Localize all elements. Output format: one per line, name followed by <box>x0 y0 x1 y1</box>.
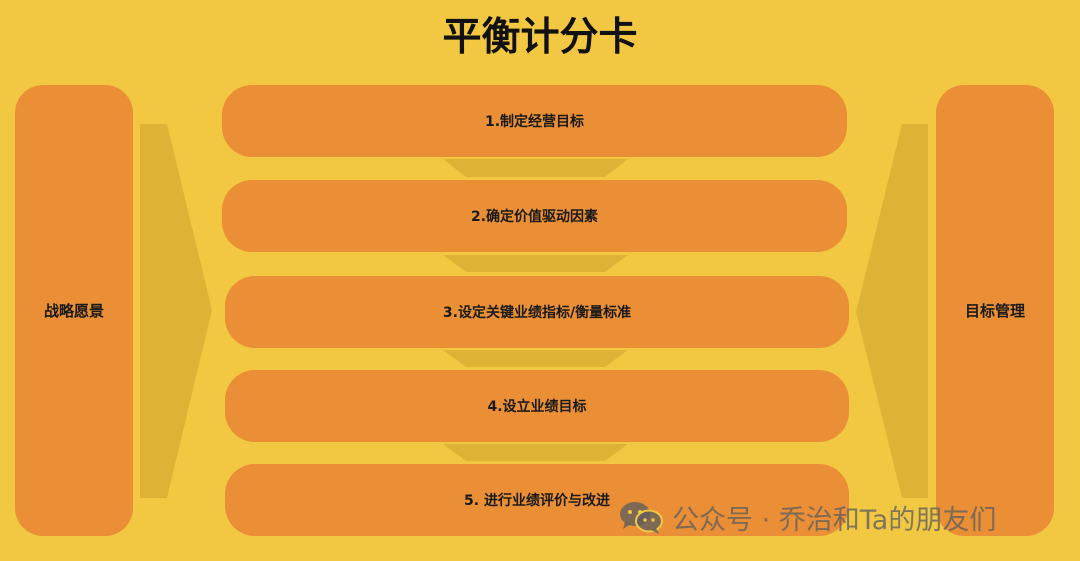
step-5-box: 5. 进行业绩评价与改进 <box>225 464 849 536</box>
left-arrow-shape <box>140 124 212 498</box>
step-connector <box>443 159 628 177</box>
step-connector <box>443 255 628 272</box>
step-4-label: 4.设立业绩目标 <box>487 399 587 415</box>
objective-management-box: 目标管理 <box>936 85 1054 536</box>
step-3-label: 3.设定关键业绩指标/衡量标准 <box>442 305 632 321</box>
step-4-box: 4.设立业绩目标 <box>225 370 849 442</box>
step-5-label: 5. 进行业绩评价与改进 <box>464 493 610 509</box>
objective-management-label: 目标管理 <box>964 302 1025 320</box>
step-connector <box>443 444 628 461</box>
strategy-vision-label: 战略愿景 <box>43 302 104 320</box>
step-1-label: 1.制定经营目标 <box>484 114 585 130</box>
step-3-box: 3.设定关键业绩指标/衡量标准 <box>225 276 849 348</box>
watermark: 公众号 · 乔治和Ta的朋友们 <box>618 497 996 537</box>
watermark-text: 公众号 · 乔治和Ta的朋友们 <box>672 504 997 536</box>
page-title: 平衡计分卡 <box>442 15 638 60</box>
strategy-vision-box: 战略愿景 <box>15 85 133 536</box>
step-1-box: 1.制定经营目标 <box>222 85 847 157</box>
step-2-label: 2.确定价值驱动因素 <box>470 209 599 225</box>
step-2-box: 2.确定价值驱动因素 <box>222 180 847 252</box>
wechat-icon <box>620 502 663 534</box>
step-connector <box>443 350 628 367</box>
right-arrow-shape <box>856 124 928 498</box>
